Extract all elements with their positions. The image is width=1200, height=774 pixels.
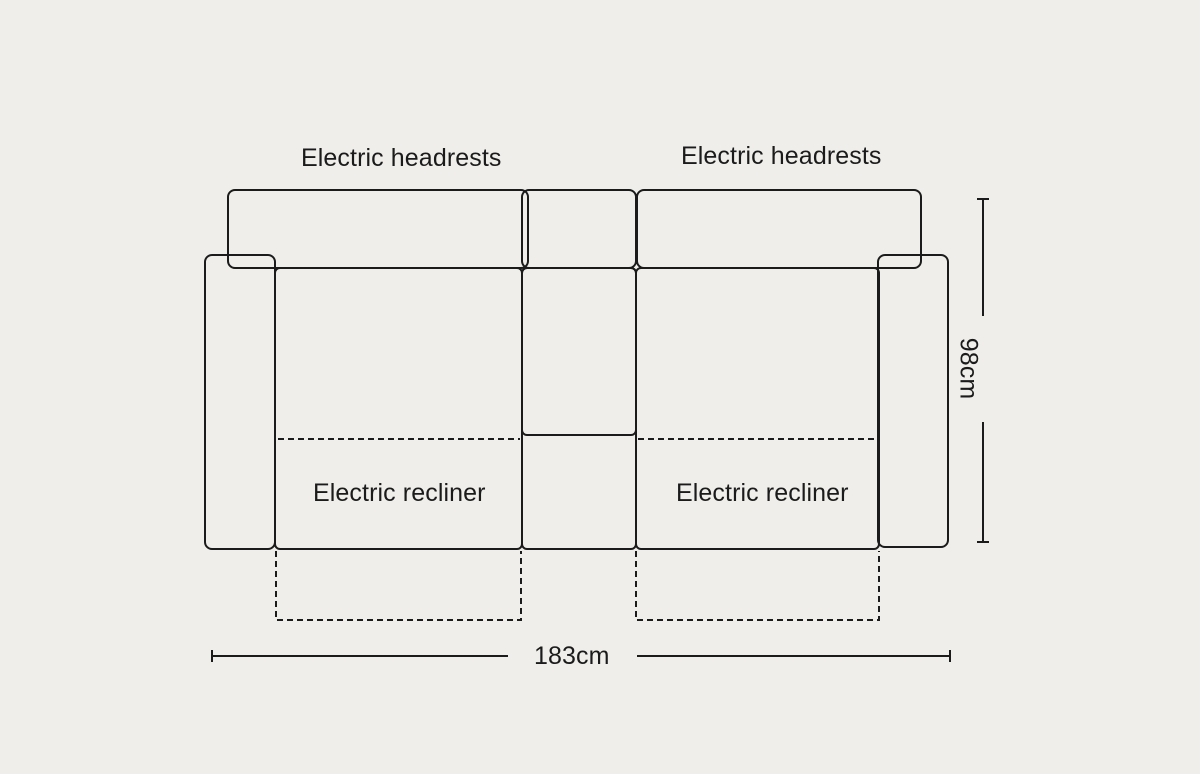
left-armrest bbox=[204, 254, 276, 550]
headrest-right-label: Electric headrests bbox=[681, 142, 882, 170]
width-dimension-label: 183cm bbox=[534, 642, 610, 670]
recliner-left-label: Electric recliner bbox=[313, 479, 486, 507]
right-recliner-extension-dashed bbox=[635, 551, 880, 621]
depth-dimension-label: 98cm bbox=[954, 337, 983, 400]
left-recliner-extension-dashed bbox=[275, 551, 522, 621]
middle-console bbox=[521, 267, 637, 436]
right-armrest bbox=[877, 254, 949, 548]
headrest-left-label: Electric headrests bbox=[301, 144, 502, 172]
recliner-right-label: Electric recliner bbox=[676, 479, 849, 507]
middle-headrest bbox=[521, 189, 637, 269]
middle-seat bbox=[521, 267, 637, 550]
right-headrest bbox=[636, 189, 922, 269]
